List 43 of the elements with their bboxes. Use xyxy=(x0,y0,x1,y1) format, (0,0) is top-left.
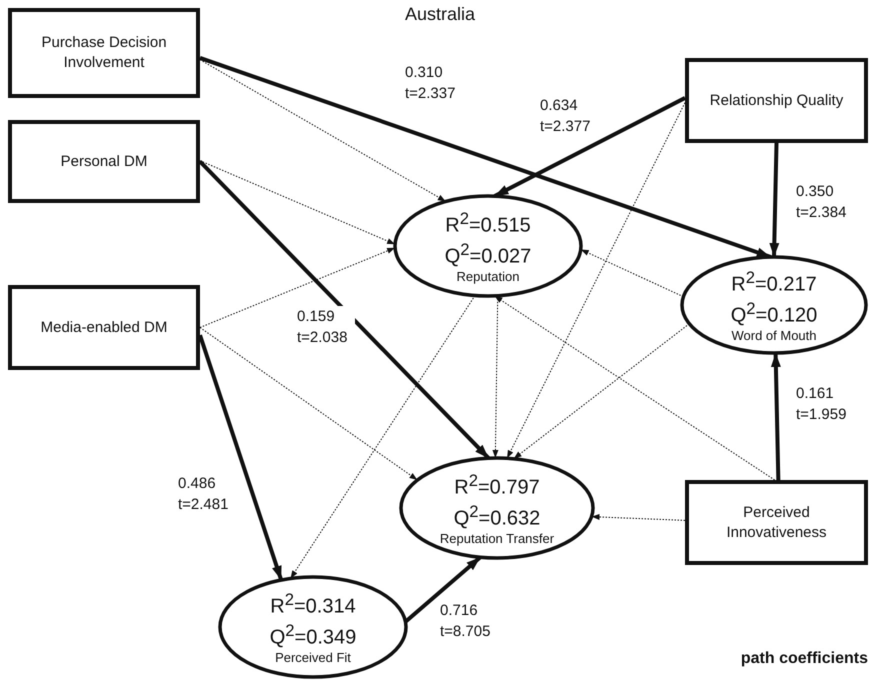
construct-box xyxy=(8,8,200,98)
r-squared-value: R$^{2}$=0.797 xyxy=(454,470,540,500)
dotted-arrow xyxy=(591,514,686,521)
construct-box xyxy=(685,480,868,565)
construct-name: Reputation xyxy=(456,268,520,286)
construct-name: Word of Mouth xyxy=(731,327,817,344)
r-squared-value: R$^{2}$=0.515 xyxy=(445,208,531,238)
path-arrow xyxy=(494,96,686,198)
dotted-arrow xyxy=(290,295,476,579)
construct-box xyxy=(8,285,200,370)
construct-ellipse xyxy=(393,194,583,298)
path-arrow xyxy=(199,56,772,259)
dotted-arrow xyxy=(200,160,396,245)
r-squared-value: R$^{2}$=0.314 xyxy=(270,588,356,618)
construct-name: Relationship Quality xyxy=(710,90,844,110)
q-squared-value: Q$^{2}$=0.027 xyxy=(444,238,532,268)
q-squared-value: Q$^{2}$=0.349 xyxy=(270,620,356,650)
dotted-arrow xyxy=(513,323,690,460)
diagram-title: Australia xyxy=(404,4,476,25)
construct-ellipse xyxy=(680,255,868,355)
path-arrow xyxy=(198,334,284,581)
dotted-arrow xyxy=(494,295,776,480)
dotted-arrow xyxy=(200,327,418,481)
path-arrow xyxy=(769,142,780,258)
dotted-arrow xyxy=(200,59,446,202)
construct-name: Reputation Transfer xyxy=(440,530,554,548)
dotted-arrow xyxy=(200,247,396,328)
q-squared-value: Q$^{2}$=0.120 xyxy=(730,298,818,328)
construct-box xyxy=(8,120,200,203)
note-text: path coefficients xyxy=(740,650,868,668)
r-squared-value: R$^{2}$=0.217 xyxy=(731,266,817,296)
construct-ellipse xyxy=(218,575,408,679)
construct-name: Personal DM xyxy=(60,152,148,172)
dotted-arrow xyxy=(506,102,686,459)
path-arrow xyxy=(404,556,482,624)
construct-name: Perceived Fit xyxy=(275,649,351,666)
construct-name: Perceived Innovativeness xyxy=(725,502,828,542)
construct-name: Purchase Decision Involvement xyxy=(40,33,168,73)
construct-ellipse xyxy=(399,456,595,560)
path-arrow xyxy=(770,352,781,480)
q-squared-value: Q$^{2}$=0.632 xyxy=(454,500,540,530)
construct-box xyxy=(685,58,868,143)
construct-name: Media-enabled DM xyxy=(40,318,168,338)
